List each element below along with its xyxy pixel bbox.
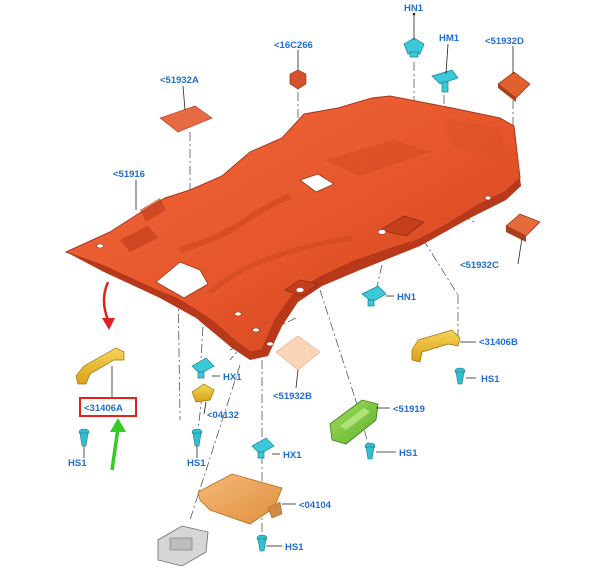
clip-hm1 (431, 69, 459, 93)
screw-hs1-lamp (364, 442, 376, 460)
label-51916: <51916 (113, 169, 145, 180)
label-51919: <51919 (393, 404, 425, 415)
leader-lines (83, 12, 523, 547)
label-hs1-lamp: HS1 (399, 448, 418, 459)
label-04104: <04104 (299, 500, 332, 511)
clip-hx1-low (251, 437, 275, 459)
pad-51932a (159, 105, 213, 133)
label-hs1-mid: HS1 (187, 458, 206, 469)
clip-hn1-mid (361, 285, 387, 307)
clip-hx1-mid (191, 357, 215, 379)
headliner-panel (64, 95, 521, 360)
screw-hs1-right (454, 367, 466, 385)
label-31406a: <31406A (84, 403, 123, 414)
grab-handle-31406b (411, 329, 461, 363)
screw-hs1-left (78, 428, 90, 447)
overhead-console (157, 525, 209, 567)
screw-hs1-mid (191, 428, 203, 447)
label-hs1-right: HS1 (481, 374, 500, 385)
sun-visor-04104 (197, 473, 283, 525)
green-pointer-arrow (110, 418, 126, 471)
label-hn1-mid: HN1 (397, 292, 417, 303)
bracket-04132 (191, 383, 215, 403)
label-16c266: <16C266 (274, 40, 313, 51)
label-hx1-low: HX1 (283, 450, 302, 461)
grab-handle-31406a (75, 347, 125, 385)
label-51932b: <51932B (273, 391, 312, 402)
label-hx1-mid: HX1 (223, 372, 242, 383)
clip-hn1-top (403, 37, 425, 58)
label-hs1-bottom: HS1 (285, 542, 304, 553)
nut-16c266 (289, 69, 307, 90)
label-hn1-top: HN1 (404, 3, 424, 14)
label-51932c: <51932C (460, 260, 499, 271)
label-hm1: HM1 (439, 33, 460, 44)
highlight-box-31406a (79, 397, 137, 417)
label-51932a: <51932A (160, 75, 199, 86)
screw-hs1-bottom (256, 534, 268, 552)
label-hs1-left: HS1 (68, 458, 87, 469)
pad-51932d (497, 71, 531, 102)
pad-51932c (505, 213, 541, 242)
dome-lamp-51919 (329, 399, 379, 445)
label-51932d: <51932D (485, 36, 524, 47)
pad-51932b (275, 335, 321, 371)
label-31406b: <31406B (479, 337, 518, 348)
red-pointer-arrow (102, 281, 115, 330)
label-04132: <04132 (207, 410, 239, 421)
